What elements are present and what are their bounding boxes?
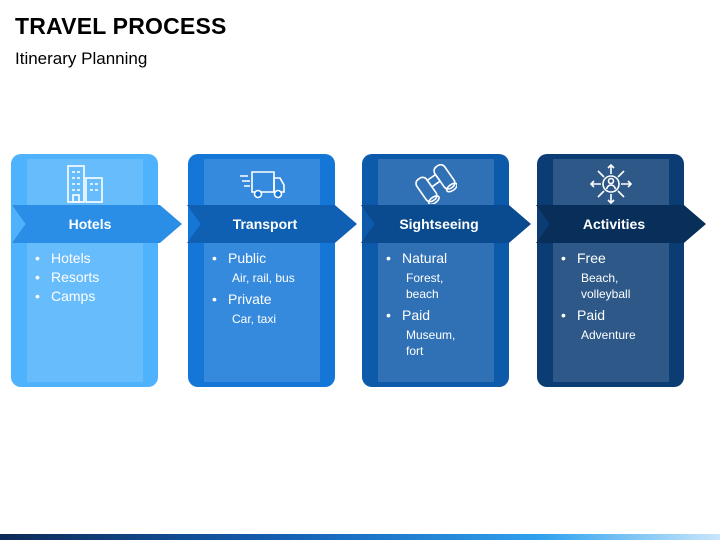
truck-icon [188, 164, 335, 204]
list-item: Free [561, 249, 680, 268]
list-item: Public [212, 249, 331, 268]
step-card-activities: Free Beach, volleyball Paid Adventure [537, 154, 684, 387]
step-label: Transport [232, 216, 298, 232]
card-panel [204, 159, 320, 382]
list-item: Hotels [35, 249, 154, 268]
list-item-detail: Beach, volleyball [581, 271, 631, 301]
step-label: Hotels [68, 216, 112, 232]
step-banner-transport: Transport [187, 205, 357, 243]
list-item: Paid [561, 306, 680, 325]
list-item-detail: Air, rail, bus [232, 271, 295, 285]
list-item: Paid [386, 306, 505, 325]
step-card-sightseeing: Natural Forest, beach Paid Museum, fort [362, 154, 509, 387]
binoculars-icon [362, 164, 509, 204]
step-list: Free Beach, volleyball Paid Adventure [561, 249, 680, 347]
step-label: Activities [582, 216, 646, 232]
list-item-detail: Adventure [581, 328, 636, 342]
list-item-detail: Museum, fort [406, 328, 456, 358]
step-banner-sightseeing: Sightseeing [361, 205, 531, 243]
list-item: Resorts [35, 268, 154, 287]
page-subtitle: Itinerary Planning [15, 49, 148, 68]
step-list: Public Air, rail, bus Private Car, taxi [212, 249, 331, 331]
step-label: Sightseeing [399, 216, 479, 232]
people-network-icon [537, 164, 684, 204]
step-banner-hotels: Hotels [12, 205, 182, 243]
list-item-detail: Forest, beach [406, 271, 444, 301]
page-title: TRAVEL PROCESS [15, 13, 227, 39]
footer-gradient-bar [0, 534, 720, 540]
list-item: Private [212, 290, 331, 309]
step-list: Natural Forest, beach Paid Museum, fort [386, 249, 505, 363]
list-item-detail: Car, taxi [232, 312, 277, 326]
hotel-building-icon [11, 164, 158, 204]
step-card-hotels: Hotels Resorts Camps [11, 154, 158, 387]
list-item: Natural [386, 249, 505, 268]
step-card-transport: Public Air, rail, bus Private Car, taxi [188, 154, 335, 387]
step-list: Hotels Resorts Camps [35, 249, 154, 306]
list-item: Camps [35, 287, 154, 306]
step-banner-activities: Activities [536, 205, 706, 243]
